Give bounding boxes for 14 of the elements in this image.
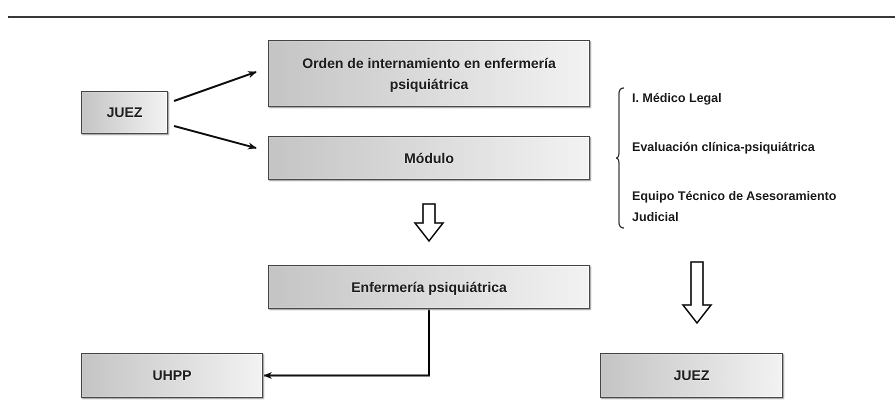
text-item: Equipo Técnico de Asesoramiento Judicial xyxy=(632,188,838,226)
hollow-arrow xyxy=(681,261,713,324)
process-box: Módulo xyxy=(268,136,590,180)
text-item: Evaluación clínica-psiquiátrica xyxy=(632,138,816,156)
text-item: I. Médico Legal xyxy=(632,90,723,107)
process-box: JUEZ xyxy=(81,91,168,134)
arrow xyxy=(174,125,257,150)
process-box: JUEZ xyxy=(600,353,783,398)
process-box: Orden de internamiento en enfermería psiquiátrica xyxy=(268,40,590,107)
arrow xyxy=(263,309,430,380)
process-box: UHPP xyxy=(81,353,263,398)
arrow xyxy=(174,71,257,102)
process-box: Enfermería psiquiátrica xyxy=(268,265,590,309)
hollow-arrow xyxy=(413,203,445,242)
